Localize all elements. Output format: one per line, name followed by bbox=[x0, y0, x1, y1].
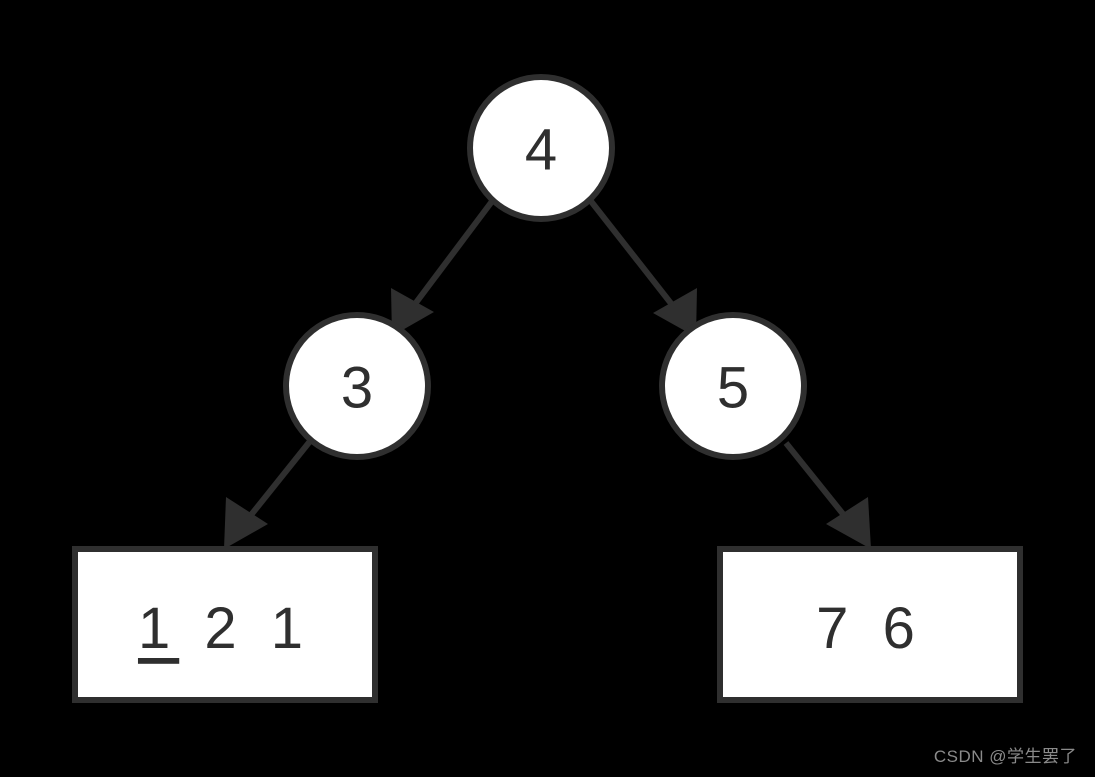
leaf-group: 1 2 1 7 6 bbox=[72, 546, 1023, 703]
arrowhead-left-leafleft-icon bbox=[224, 497, 268, 549]
edge-root-to-right bbox=[587, 198, 697, 337]
node-root-label: 4 bbox=[525, 118, 557, 183]
edge-left-to-leafleft bbox=[224, 438, 314, 549]
leaf-left-rect[interactable] bbox=[72, 546, 378, 703]
leaf-left-token-1: 2 bbox=[204, 596, 245, 661]
leaf-left-token-sep-0 bbox=[179, 596, 204, 661]
leaf-right-token-1: 6 bbox=[883, 596, 924, 661]
edge-group bbox=[224, 198, 871, 549]
edge-line-root-right bbox=[587, 198, 687, 322]
csdn-watermark: CSDN @学生罢了 bbox=[933, 747, 1077, 766]
arrowhead-right-leafright-icon bbox=[826, 497, 871, 549]
leaf-left-token-sep-1 bbox=[246, 596, 271, 661]
node-right-circle[interactable] bbox=[659, 312, 807, 460]
tree-node-root[interactable]: 4 bbox=[467, 74, 615, 222]
leaf-node-right[interactable]: 7 6 bbox=[717, 546, 1023, 703]
edge-root-to-left bbox=[391, 198, 496, 336]
leaf-right-label: 7 6 bbox=[816, 596, 924, 661]
tree-node-left[interactable]: 3 bbox=[283, 312, 431, 460]
edge-line-root-left bbox=[400, 198, 496, 322]
leaf-node-left[interactable]: 1 2 1 bbox=[72, 546, 378, 703]
edge-right-to-leafright bbox=[783, 441, 871, 549]
arrowhead-root-right-icon bbox=[653, 288, 697, 337]
arrowhead-root-left-icon bbox=[391, 288, 434, 336]
leaf-left-token-0: 1 bbox=[138, 596, 179, 661]
leaf-right-rect[interactable] bbox=[717, 546, 1023, 703]
leaf-right-token-0: 7 bbox=[816, 596, 857, 661]
node-left-label: 3 bbox=[341, 356, 373, 421]
leaf-left-token-2: 1 bbox=[271, 596, 312, 661]
leaf-right-token-sep-0 bbox=[857, 596, 882, 661]
node-group: 4 3 5 bbox=[283, 74, 807, 460]
leaf-left-label: 1 2 1 bbox=[138, 596, 312, 661]
tree-node-right[interactable]: 5 bbox=[659, 312, 807, 460]
node-left-circle[interactable] bbox=[283, 312, 431, 460]
node-right-label: 5 bbox=[717, 356, 749, 421]
node-root-circle[interactable] bbox=[467, 74, 615, 222]
